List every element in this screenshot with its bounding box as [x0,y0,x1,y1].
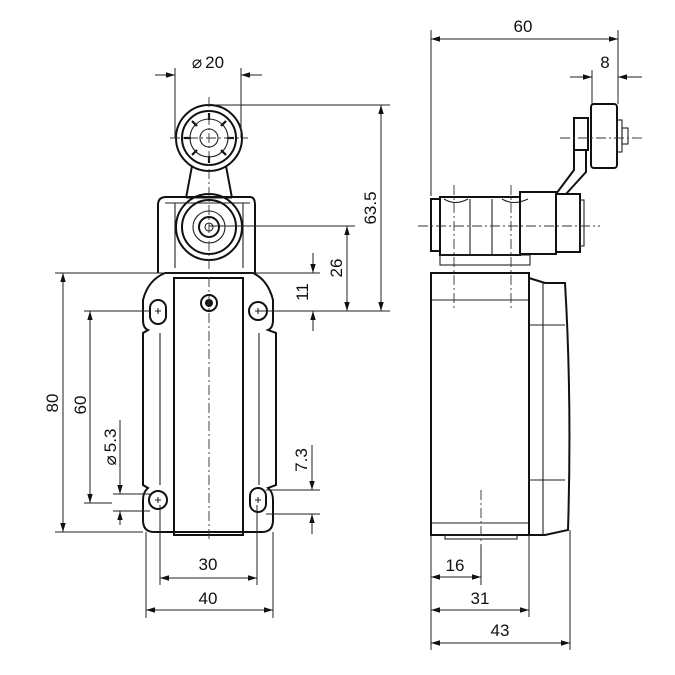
front-view [142,97,277,540]
dim-roller-diameter: ⌀20 [192,53,224,72]
switch-head [157,196,256,273]
dim-hole-diameter: ⌀5.3 [101,429,120,466]
front-dimensions: ⌀20 63.5 26 11 80 60 ⌀5.3 7.3 30 40 [43,53,390,618]
dim-7-3: 7.3 [292,448,311,472]
dim-8: 8 [600,53,609,72]
dim-80: 80 [43,394,62,413]
side-body [430,272,530,536]
dim-60: 60 [71,396,90,415]
side-dimensions: 60 8 16 31 43 [430,17,642,650]
dim-40: 40 [199,589,218,608]
side-roller [590,103,618,169]
side-lever [555,149,587,195]
dim-16: 16 [446,556,465,575]
lever-arm [185,165,233,199]
mounting-holes [148,299,268,513]
side-view [418,103,645,545]
dim-31: 31 [471,589,490,608]
switch-body [142,272,277,533]
cover [173,277,244,536]
dim-43: 43 [491,621,510,640]
dim-26: 26 [327,259,346,278]
dim-11: 11 [293,283,312,301]
dim-63-5: 63.5 [361,191,380,224]
dim-30: 30 [199,555,218,574]
dim-side-60: 60 [514,17,533,36]
side-cover [528,277,571,536]
